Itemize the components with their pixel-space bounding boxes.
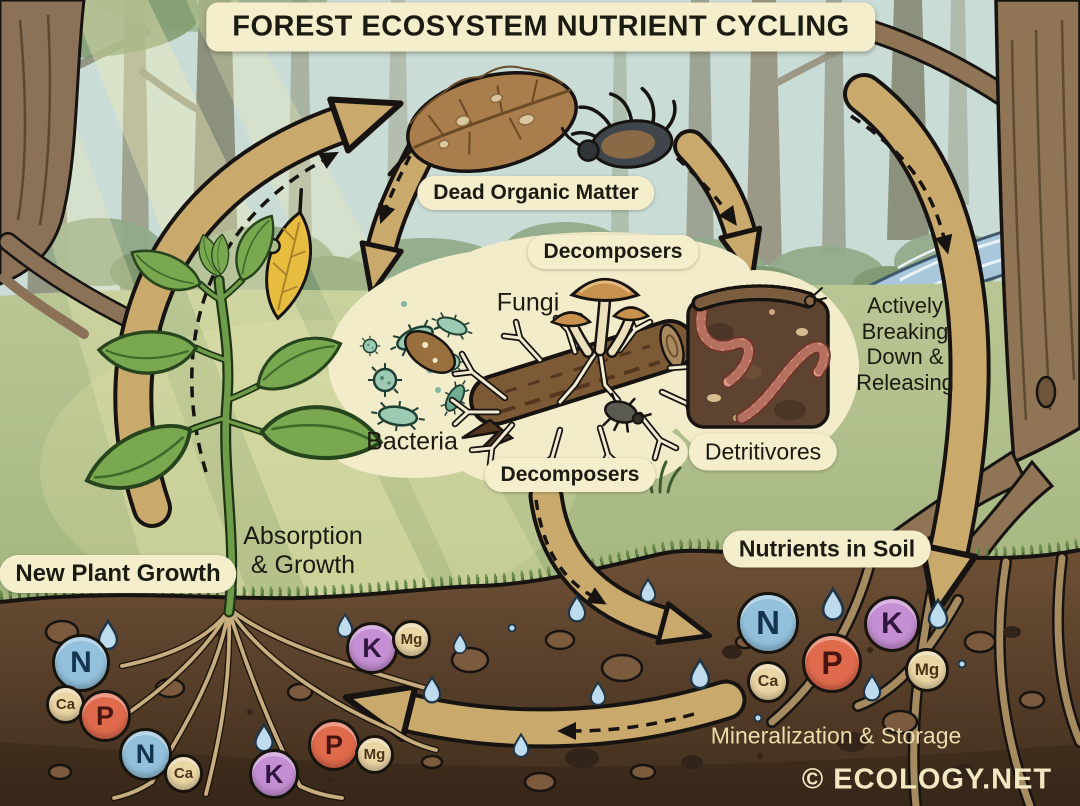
absorption-line1: Absorption xyxy=(243,522,363,550)
nutrient-badge-p: P xyxy=(802,633,862,693)
label-nutrients-in-soil: Nutrients in Soil xyxy=(722,530,932,568)
page-title: FOREST ECOSYSTEM NUTRIENT CYCLING xyxy=(206,2,876,52)
label-bacteria: Bacteria xyxy=(366,427,458,456)
label-decomposers-top: Decomposers xyxy=(527,235,699,269)
label-detritivores: Detritivores xyxy=(688,433,838,471)
actively-line3: Down & xyxy=(866,344,944,369)
fungi-log-illustration xyxy=(452,278,708,476)
nutrient-badge-k: K xyxy=(249,749,299,799)
actively-line4: Releasing xyxy=(856,369,954,395)
plant xyxy=(76,208,436,798)
label-fungi: Fungi xyxy=(496,288,560,317)
label-dead-organic-matter: Dead Organic Matter xyxy=(417,176,655,210)
label-actively-breaking: Actively Breaking Down & Releasing xyxy=(856,293,954,395)
nutrient-badge-k: K xyxy=(864,596,920,652)
arrow-dead-matter-to-detritivores xyxy=(673,129,763,283)
absorption-line2: & Growth xyxy=(250,551,356,579)
arrow-decomposers-to-soil xyxy=(528,478,712,646)
bacteria-illustration xyxy=(359,301,478,436)
label-new-plant-growth: New Plant Growth xyxy=(0,555,237,593)
nutrient-badge-n: N xyxy=(737,592,799,654)
millipede-icon xyxy=(691,284,827,312)
nutrient-badge-ca: Ca xyxy=(747,661,789,703)
log-beetle-icon xyxy=(601,392,652,433)
nutrient-badge-p: P xyxy=(79,690,131,742)
arrow-mineralization xyxy=(342,679,747,749)
nutrient-badge-mg: Mg xyxy=(355,735,394,774)
detritivores-illustration xyxy=(686,284,831,429)
actively-line1: Actively xyxy=(867,292,943,318)
dead-leaf-illustration xyxy=(387,65,578,177)
nutrient-badge-n: N xyxy=(119,728,172,781)
nutrient-badge-mg: Mg xyxy=(905,648,949,692)
actively-line2: Breaking xyxy=(861,318,949,344)
label-mineralization: Mineralization & Storage xyxy=(710,722,962,749)
arrow-detritivores-to-soil xyxy=(843,73,991,618)
copyright-text: © ECOLOGY.NET xyxy=(801,763,1053,796)
label-absorption-growth: Absorption & Growth xyxy=(243,522,363,580)
nutrient-badge-ca: Ca xyxy=(164,754,203,793)
water-droplets xyxy=(97,578,967,758)
dead-beetle-illustration xyxy=(560,86,677,169)
label-decomposers-bottom: Decomposers xyxy=(484,458,656,492)
nutrient-badge-n: N xyxy=(52,634,110,692)
nutrient-badge-p: P xyxy=(308,719,360,771)
nutrient-badge-mg: Mg xyxy=(392,620,431,659)
nutrient-badge-k: K xyxy=(346,622,398,674)
